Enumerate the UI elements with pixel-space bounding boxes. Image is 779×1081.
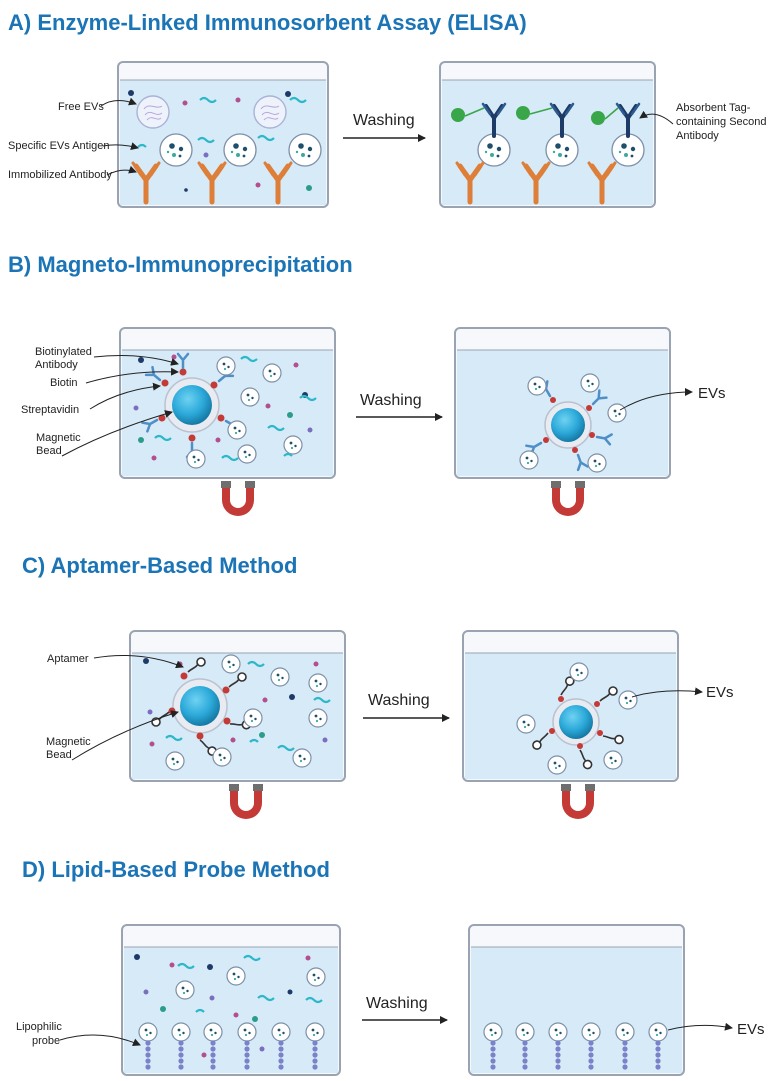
label-magnetic-c-line1: Magnetic (46, 736, 91, 748)
label-aptamer: Aptamer (47, 653, 89, 665)
panel-d-container-left (121, 924, 341, 1076)
leader-biotin (85, 367, 179, 384)
label-biotinylated-line2: Antibody (35, 359, 78, 371)
leader-streptavidin (89, 382, 161, 410)
panel-d-output-arrow (667, 1022, 733, 1031)
panel-b-step-label: Washing (360, 392, 422, 409)
panel-c: C) Aptamer-Based Method (22, 553, 734, 819)
panel-b-step: Washing (356, 392, 443, 421)
leader-immobilized (106, 165, 137, 176)
panel-a-title: A) Enzyme-Linked Immunosorbent Assay (EL… (8, 10, 527, 35)
panel-b-magnet-right (551, 481, 585, 516)
panel-d-output: EVs (667, 1021, 765, 1038)
panel-d-title: D) Lipid-Based Probe Method (22, 857, 330, 882)
panel-d-output-label: EVs (737, 1021, 765, 1038)
panel-b-magnet-left (221, 481, 255, 516)
label-streptavidin: Streptavidin (21, 404, 79, 416)
panel-a-container-right (439, 61, 656, 208)
label-magnetic-b-line2: Bead (36, 445, 62, 457)
label-tag-line2: containing Second (676, 116, 767, 128)
panel-c-step-label: Washing (368, 692, 430, 709)
panel-b-output: EVs (619, 385, 726, 411)
panel-c-title: C) Aptamer-Based Method (22, 553, 297, 578)
label-tag-line3: Antibody (676, 130, 719, 142)
panel-c-magnet-right (561, 784, 595, 819)
label-free-evs: Free EVs (58, 101, 104, 113)
label-magnetic-c-line2: Bead (46, 749, 72, 761)
label-magnetic-b-line1: Magnetic (36, 432, 81, 444)
panel-c-step: Washing (363, 692, 450, 722)
panel-a-step-label: Washing (353, 112, 415, 129)
panel-c-magnet-left (229, 784, 263, 819)
panel-d-step-label: Washing (366, 995, 428, 1012)
panel-d-step: Washing (362, 995, 448, 1024)
leader-aptamer (93, 654, 184, 669)
leader-tag (639, 110, 674, 125)
panel-b-output-label: EVs (698, 385, 726, 402)
label-biotin: Biotin (50, 377, 78, 389)
panel-d: D) Lipid-Based Probe Method (16, 857, 765, 1076)
label-immobilized: Immobilized Antibody (8, 169, 112, 181)
leader-magnetic-c (71, 710, 179, 761)
label-biotinylated-line1: Biotinylated (35, 346, 92, 358)
panel-b-labels: Biotinylated Antibody Biotin Streptavidi… (21, 346, 179, 457)
panel-b-title: B) Magneto-Immunoprecipitation (8, 252, 353, 277)
label-antigen: Specific EVs Antigen (8, 140, 110, 152)
label-lipophilic-line2: probe (32, 1035, 60, 1047)
panel-b-output-arrow (619, 388, 693, 411)
panel-a-labels: Free EVs Specific EVs Antigen Immobilize… (8, 97, 139, 181)
label-tag-line1: Absorbent Tag- (676, 102, 751, 114)
panel-c-output: EVs (631, 684, 734, 701)
panel-d-container-right (468, 924, 685, 1076)
leader-antigen (102, 142, 139, 150)
panel-b: B) Magneto-Immunoprecipitation (8, 252, 726, 516)
panel-c-output-arrow (631, 687, 703, 698)
label-lipophilic-line1: Lipophilic (16, 1021, 62, 1033)
panel-a-step: Washing (343, 112, 426, 142)
panel-c-container-right (462, 630, 679, 782)
panel-d-labels: Lipophilic probe (16, 1021, 141, 1047)
panel-c-output-label: EVs (706, 684, 734, 701)
leader-lipophilic (59, 1034, 141, 1046)
panel-a: A) Enzyme-Linked Immunosorbent Assay (EL… (8, 10, 767, 208)
panel-a-container-left (117, 61, 329, 208)
leader-free-evs (100, 97, 137, 107)
panel-c-container-left (129, 630, 346, 782)
panel-c-labels: Aptamer Magnetic Bead (46, 653, 184, 761)
panel-a-tag-label: Absorbent Tag- containing Second Antibod… (639, 102, 767, 142)
panel-b-container-right (454, 327, 671, 479)
leader-magnetic-b (61, 410, 173, 457)
panel-b-container-left (119, 327, 336, 479)
leader-biotinylated (93, 355, 179, 366)
